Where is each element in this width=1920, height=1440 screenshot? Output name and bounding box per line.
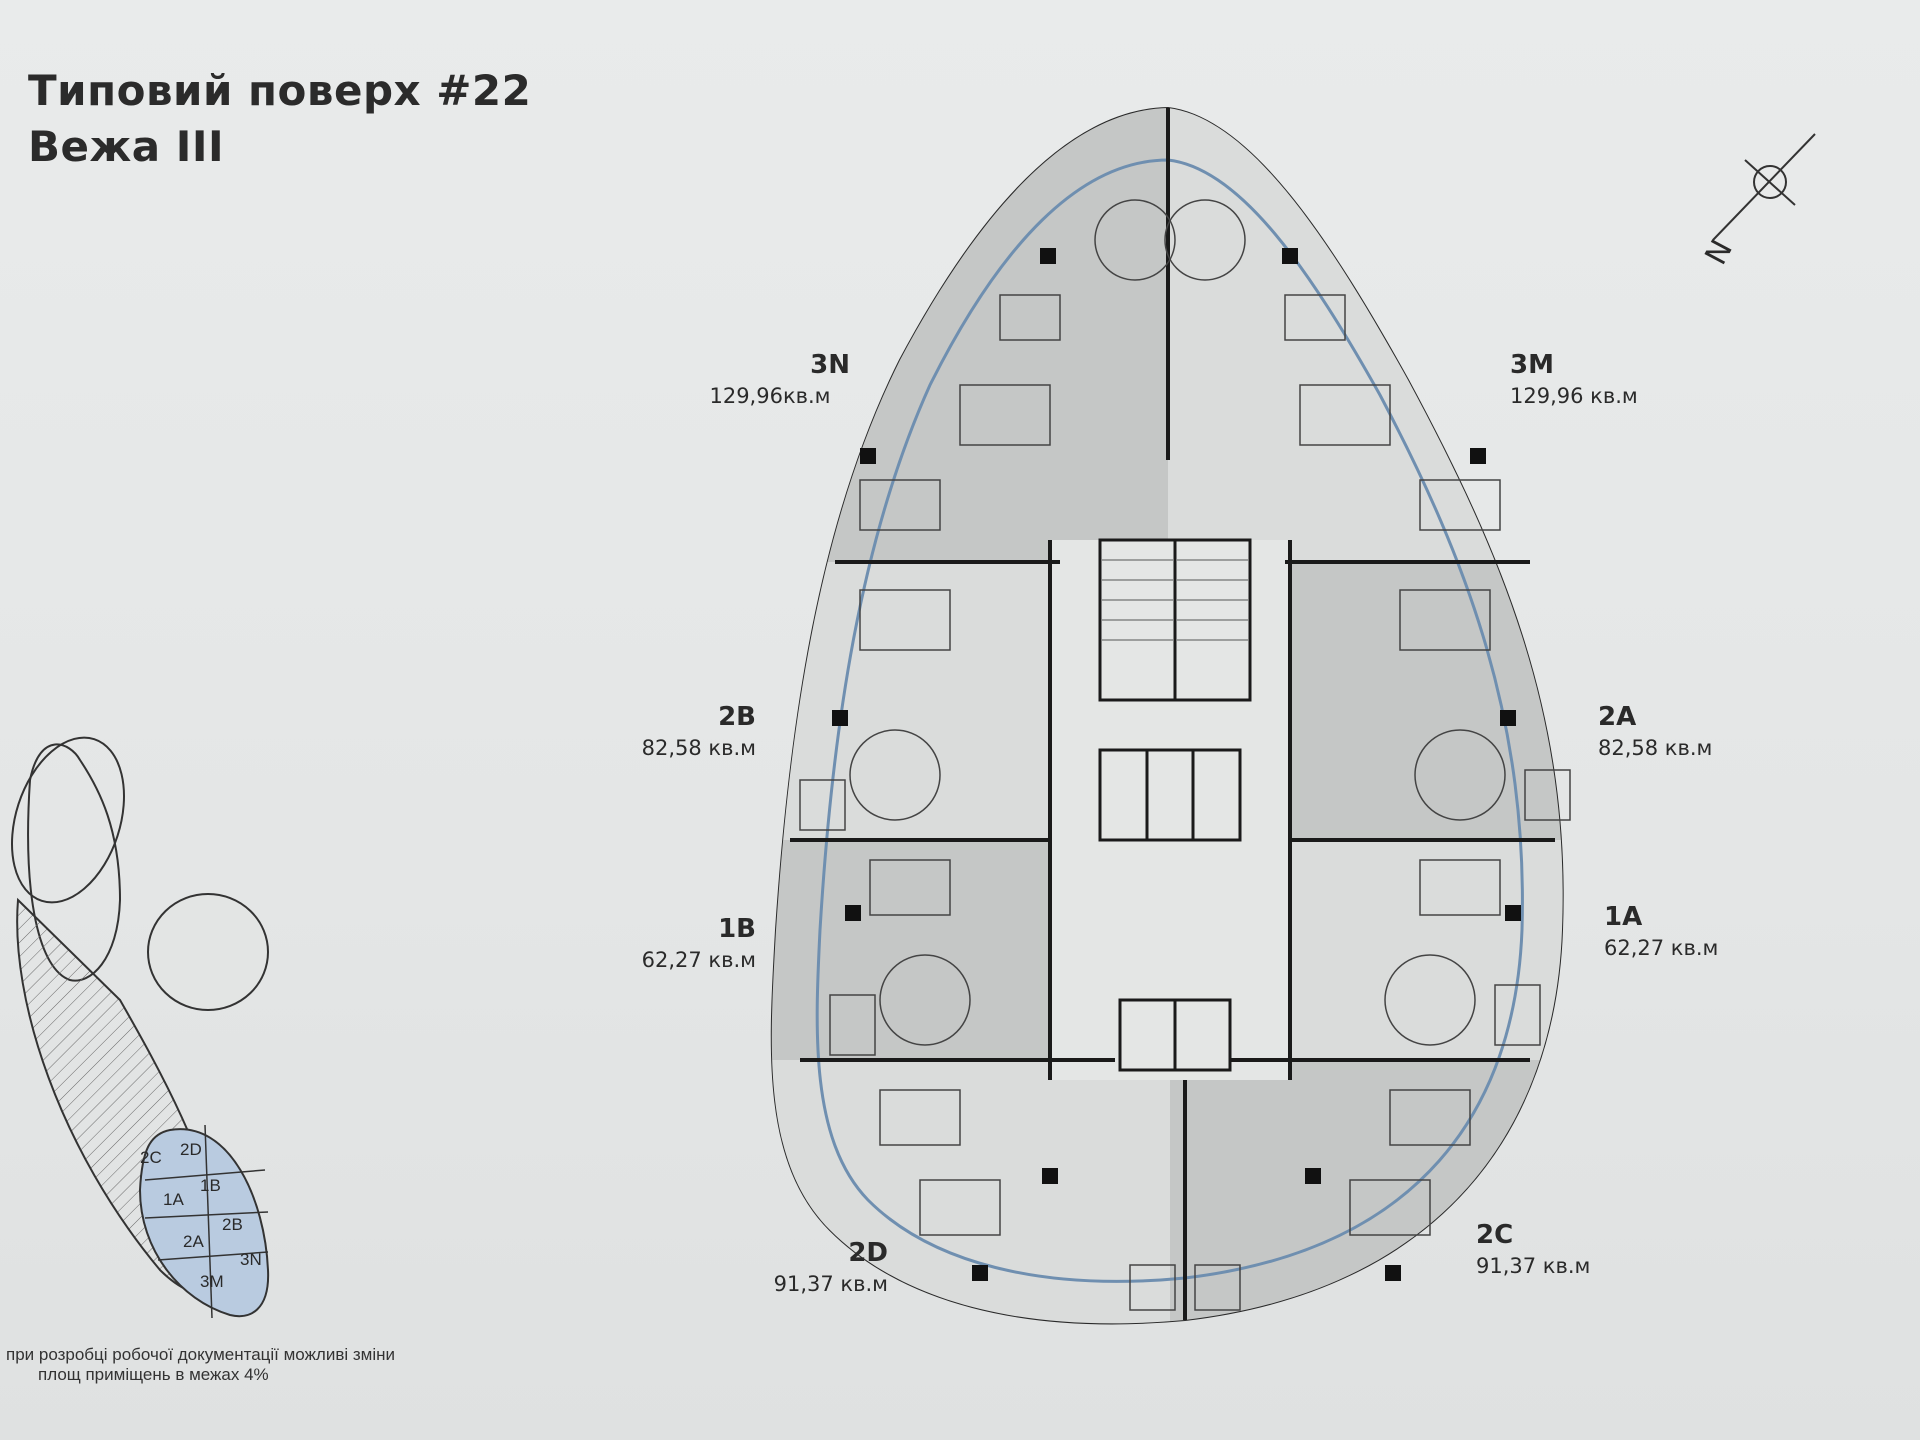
unit-label-2b: 2B 82,58 кв.м xyxy=(616,700,756,762)
keyplan-label-1a: 1A xyxy=(163,1190,184,1209)
unit-area: 91,37 кв.м xyxy=(773,1272,888,1296)
structural-columns xyxy=(832,248,1521,1281)
unit-label-1b: 1B 62,27 кв.м xyxy=(616,912,756,974)
unit-label-3n: 3N 129,96кв.м xyxy=(690,348,850,410)
zone-2d xyxy=(771,1060,1170,1324)
unit-area: 82,58 кв.м xyxy=(641,736,756,760)
unit-label-1a: 1A 62,27 кв.м xyxy=(1604,900,1764,962)
compass-rose xyxy=(1712,133,1816,241)
zone-1b xyxy=(771,840,1050,1060)
unit-code: 2A xyxy=(1598,702,1637,732)
keyplan-label-2d: 2D xyxy=(180,1140,202,1159)
unit-area: 91,37 кв.м xyxy=(1476,1254,1591,1278)
unit-code: 1B xyxy=(718,914,756,944)
unit-code: 2D xyxy=(848,1238,888,1268)
keyplan-label-3n: 3N xyxy=(240,1250,262,1269)
keyplan-label-2c: 2C xyxy=(140,1148,162,1167)
unit-code: 2C xyxy=(1476,1220,1514,1250)
core-details xyxy=(1098,538,1252,1072)
unit-label-2d: 2D 91,37 кв.м xyxy=(728,1236,888,1298)
floor-title: Типовий поверх #22 xyxy=(28,66,532,115)
note-line-2: площ приміщень в межах 4% xyxy=(38,1365,269,1384)
furniture-hints xyxy=(799,199,1571,1311)
note-line-1: при розробці робочої документації можлив… xyxy=(6,1345,396,1364)
disclaimer-note: при розробці робочої документації можлив… xyxy=(6,1345,395,1385)
unit-area: 129,96 кв.м xyxy=(1510,384,1638,408)
unit-label-2a: 2A 82,58 кв.м xyxy=(1598,700,1758,762)
key-plan-tower-iii xyxy=(138,1128,270,1318)
zone-2c xyxy=(1170,1060,1563,1324)
stair-treads xyxy=(1102,559,1248,641)
keyplan-label-2a: 2A xyxy=(183,1232,204,1251)
unit-code: 3N xyxy=(810,350,850,380)
unit-code: 1A xyxy=(1604,902,1643,932)
unit-label-2c: 2C 91,37 кв.м xyxy=(1476,1218,1636,1280)
zone-3m xyxy=(1168,108,1563,562)
zone-1a xyxy=(1290,840,1563,1060)
unit-area: 82,58 кв.м xyxy=(1598,736,1713,760)
keyplan-label-1b: 1B xyxy=(200,1176,221,1195)
unit-code: 3M xyxy=(1510,350,1554,380)
unit-area: 62,27 кв.м xyxy=(641,948,756,972)
keyplan-label-2b: 2B xyxy=(222,1215,243,1234)
partition-walls xyxy=(790,108,1555,1320)
unit-code: 2B xyxy=(718,702,756,732)
unit-area: 62,27 кв.м xyxy=(1604,936,1719,960)
keyplan-label-3m: 3M xyxy=(200,1272,224,1291)
unit-area: 129,96кв.м xyxy=(709,384,831,408)
zone-3n xyxy=(771,108,1168,562)
key-plan xyxy=(11,736,270,1319)
glazing-line xyxy=(815,158,1524,1283)
tower-title: Вежа III xyxy=(28,122,225,171)
zone-2a xyxy=(1290,562,1563,840)
zone-2b xyxy=(771,562,1050,840)
unit-label-3m: 3M 129,96 кв.м xyxy=(1510,348,1670,410)
